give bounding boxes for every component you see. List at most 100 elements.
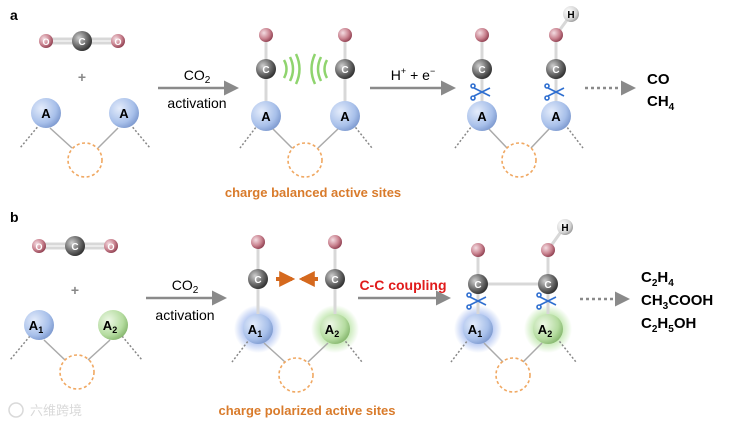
carbon-atom <box>468 274 488 294</box>
svg-text:C: C <box>552 65 559 76</box>
oxygen-label: O <box>114 37 121 47</box>
surface-sites-b1: A1 A2 <box>9 310 143 390</box>
active-site-a2 <box>98 310 128 340</box>
polarized-intermediate-b: C C A1 A2 <box>231 235 363 393</box>
activation-arrow-a: CO2 activation <box>158 67 239 111</box>
plus-sign: + <box>71 282 79 298</box>
hydrogen-atom <box>557 219 573 235</box>
site-label: A <box>119 106 129 121</box>
vacancy-circle <box>67 142 103 178</box>
active-site <box>541 101 571 131</box>
watermark-text: 六维跨境 <box>30 404 82 419</box>
active-site <box>467 101 497 131</box>
oxygen-atom <box>259 28 273 42</box>
vacancy-circle <box>287 142 323 178</box>
svg-text:H: H <box>561 223 568 234</box>
carbon-atom <box>538 274 558 294</box>
watermark-logo-icon <box>8 402 24 418</box>
svg-text:A: A <box>477 109 487 124</box>
active-site-a1 <box>243 314 273 344</box>
oxygen-atom <box>338 28 352 42</box>
svg-text:O: O <box>35 242 42 252</box>
oxygen-atom <box>251 235 265 249</box>
activated-intermediate-a: C C A A <box>239 28 373 178</box>
carbon-atom <box>256 59 276 79</box>
carbon-atom <box>65 236 85 256</box>
oxygen-atom <box>39 34 53 48</box>
product-c2h4: C2H4 <box>641 269 674 289</box>
oxygen-atom <box>328 235 342 249</box>
carbon-atom <box>472 59 492 79</box>
active-site-a2 <box>533 314 563 344</box>
caption-charge-balanced: charge balanced active sites <box>225 185 401 200</box>
scissors-icon <box>470 83 491 101</box>
oxygen-atom <box>32 239 46 253</box>
oxygen-atom <box>104 239 118 253</box>
active-site-a1 <box>24 310 54 340</box>
carbon-atom <box>72 31 92 51</box>
oxygen-atom <box>549 28 563 42</box>
scissors-icon <box>536 292 557 310</box>
svg-text:C: C <box>474 280 481 291</box>
co2-molecule-b: O C O <box>32 236 118 256</box>
svg-text:C: C <box>478 65 485 76</box>
coupling-label: C-C coupling <box>359 277 446 293</box>
carbon-label: C <box>78 37 85 48</box>
vacancy-circle <box>495 357 531 393</box>
plus-sign: + <box>78 69 86 85</box>
coupled-intermediate-b: H C C A1 A2 <box>450 219 577 393</box>
oxygen-atom <box>471 243 485 257</box>
carbon-atom <box>335 59 355 79</box>
oxygen-label: O <box>42 37 49 47</box>
panel-a-letter: a <box>10 7 18 23</box>
product-ch3cooh: CH3COOH <box>641 292 713 312</box>
svg-text:C: C <box>262 65 269 76</box>
vacancy-circle <box>59 354 95 390</box>
site-label: A <box>41 106 51 121</box>
product-c2h5oh: C2H5OH <box>641 315 696 335</box>
arrow-bottom-label: activation <box>167 95 226 111</box>
arrow2-label: H+ + e− <box>391 66 435 83</box>
scissors-icon <box>544 83 565 101</box>
svg-text:C: C <box>71 242 78 253</box>
panel-b-letter: b <box>10 209 19 225</box>
active-site <box>251 101 281 131</box>
arrow-top-label: CO2 <box>184 67 211 86</box>
oxygen-atom <box>111 34 125 48</box>
svg-text:C: C <box>254 275 261 286</box>
hydrogen-atom <box>563 6 579 22</box>
product-ch4: CH4 <box>647 93 675 113</box>
svg-text:C: C <box>341 65 348 76</box>
vibration-icon <box>282 53 329 85</box>
arrow-bottom-label: activation <box>155 307 214 323</box>
hydrogenated-intermediate-a: H C C A A <box>454 6 584 178</box>
svg-text:C: C <box>331 275 338 286</box>
active-site-a1 <box>463 314 493 344</box>
svg-text:C: C <box>544 280 551 291</box>
panel-b: b O C O + A1 A2 CO2 activation <box>9 209 713 418</box>
svg-text:H: H <box>567 10 574 21</box>
panel-a: a O C O + A A CO2 ac <box>10 6 675 200</box>
watermark: 六维跨境 <box>8 402 82 419</box>
surface-sites-a1: A A <box>19 98 151 178</box>
svg-text:O: O <box>107 242 114 252</box>
oxygen-atom <box>541 243 555 257</box>
active-site <box>31 98 61 128</box>
carbon-atom <box>325 269 345 289</box>
active-site <box>109 98 139 128</box>
svg-text:A: A <box>261 109 271 124</box>
scissors-icon <box>466 292 487 310</box>
carbon-atom <box>546 59 566 79</box>
active-site <box>330 101 360 131</box>
activation-arrow-b: CO2 activation <box>146 277 227 323</box>
oxygen-atom <box>475 28 489 42</box>
caption-charge-polarized: charge polarized active sites <box>218 403 395 418</box>
co2-molecule-a: O C O <box>39 31 125 51</box>
arrow-top-label: CO2 <box>172 277 199 296</box>
vacancy-circle <box>278 357 314 393</box>
svg-text:A: A <box>551 109 561 124</box>
product-co: CO <box>647 71 670 88</box>
coupling-arrow-b: C-C coupling <box>358 277 451 306</box>
active-site-a2 <box>320 314 350 344</box>
